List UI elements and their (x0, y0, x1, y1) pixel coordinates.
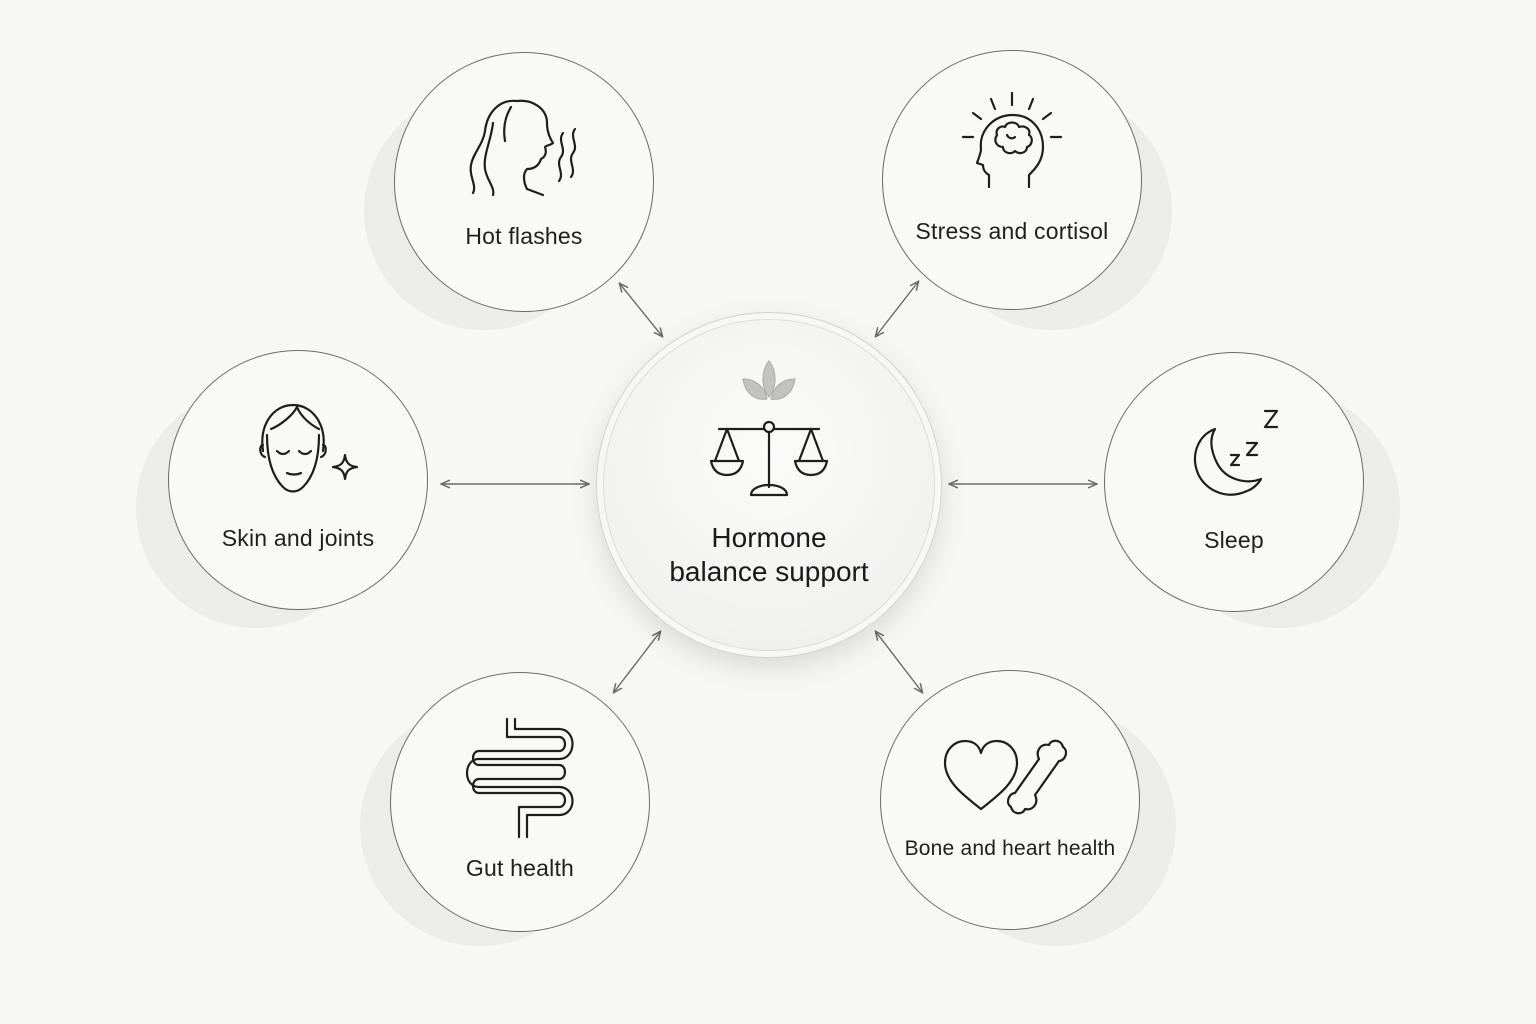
center-hub: Hormone balance support (596, 312, 942, 658)
arrow-hot-flashes (620, 284, 662, 336)
arrow-stress-cortisol (876, 282, 918, 336)
node-label: Hot flashes (465, 223, 583, 249)
center-title-line1: Hormone (711, 522, 827, 553)
leaves-icon (742, 360, 796, 400)
node-gut-health: Gut health (390, 672, 650, 932)
node-stress-cortisol: Stress and cortisol (882, 50, 1142, 310)
arrow-gut-health (614, 632, 660, 692)
node-label: Skin and joints (221, 525, 375, 551)
node-sleep: Sleep (1104, 352, 1364, 612)
head-brain-radiating-icon (961, 91, 1063, 189)
balance-scale-with-leaves-icon (709, 360, 829, 497)
node-bone-heart: Bone and heart health (880, 670, 1140, 930)
node-label: Sleep (1204, 527, 1264, 553)
center-title-line2: balance support (669, 556, 869, 587)
node-label: Stress and cortisol (915, 218, 1109, 244)
moon-zzz-icon (1193, 409, 1279, 496)
node-hot-flashes: Hot flashes (394, 52, 654, 312)
face-sparkle-icon (259, 403, 359, 493)
arrow-bone-heart (876, 632, 922, 692)
bone-icon (1006, 739, 1068, 815)
woman-heat-waves-icon (469, 99, 577, 197)
heart-bone-icon (943, 739, 1068, 815)
node-skin-joints: Skin and joints (168, 350, 428, 610)
heart-icon (943, 739, 1019, 811)
center-title: Hormone balance support (597, 521, 941, 589)
node-label: Bone and heart health (904, 837, 1116, 860)
intestine-icon (465, 717, 574, 839)
node-label: Gut health (465, 855, 575, 881)
